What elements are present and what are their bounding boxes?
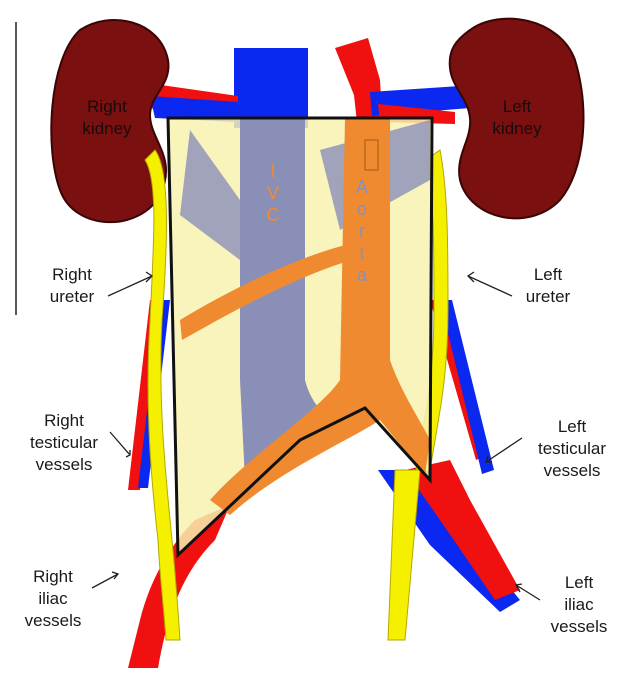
right-kidney-label-line: Right bbox=[60, 96, 154, 118]
left-iliac-label-line: iliac bbox=[534, 594, 624, 616]
ivc-upper bbox=[234, 48, 308, 128]
left-iliac-label-line: Left bbox=[534, 572, 624, 594]
right-iliac-label-line: vessels bbox=[8, 610, 98, 632]
left-ureter-label-line: ureter bbox=[508, 286, 588, 308]
ivc-label: I V C bbox=[263, 160, 283, 226]
right-kidney-label-line: kidney bbox=[60, 118, 154, 140]
left-ureter-label: Left ureter bbox=[508, 264, 588, 308]
aorta-letter: A bbox=[352, 176, 372, 198]
right-ureter-label: Right ureter bbox=[32, 264, 112, 308]
right-iliac-label: Right iliac vessels bbox=[8, 566, 98, 632]
ivc-letter: I bbox=[263, 160, 283, 182]
left-testicular-label-line: Left bbox=[520, 416, 624, 438]
aorta-letter: t bbox=[352, 242, 372, 264]
left-iliac-label: Left iliac vessels bbox=[534, 572, 624, 638]
left-kidney-label: Left kidney bbox=[476, 96, 558, 140]
right-kidney-label: Right kidney bbox=[60, 96, 154, 140]
right-testicular-label-line: vessels bbox=[12, 454, 116, 476]
left-ureter-label-line: Left bbox=[508, 264, 588, 286]
right-testicular-label-line: Right bbox=[12, 410, 116, 432]
aorta-letter: o bbox=[352, 198, 372, 220]
right-ureter-label-line: Right bbox=[32, 264, 112, 286]
right-ureter-label-line: ureter bbox=[32, 286, 112, 308]
ivc-letter: C bbox=[263, 204, 283, 226]
right-testicular-label-line: testicular bbox=[12, 432, 116, 454]
left-ureter-lower bbox=[388, 470, 420, 640]
left-kidney-label-line: Left bbox=[476, 96, 558, 118]
left-testicular-label: Left testicular vessels bbox=[520, 416, 624, 482]
right-iliac-label-line: Right bbox=[8, 566, 98, 588]
right-iliac-label-line: iliac bbox=[8, 588, 98, 610]
aorta-letter: r bbox=[352, 220, 372, 242]
right-testicular-label: Right testicular vessels bbox=[12, 410, 116, 476]
ivc-letter: V bbox=[263, 182, 283, 204]
left-iliac-label-line: vessels bbox=[534, 616, 624, 638]
left-kidney-label-line: kidney bbox=[476, 118, 558, 140]
aorta-label: A o r t a bbox=[352, 176, 372, 286]
aorta-letter: a bbox=[352, 264, 372, 286]
left-testicular-label-line: testicular bbox=[520, 438, 624, 460]
aorta-top-branch bbox=[365, 140, 378, 170]
left-testicular-label-line: vessels bbox=[520, 460, 624, 482]
